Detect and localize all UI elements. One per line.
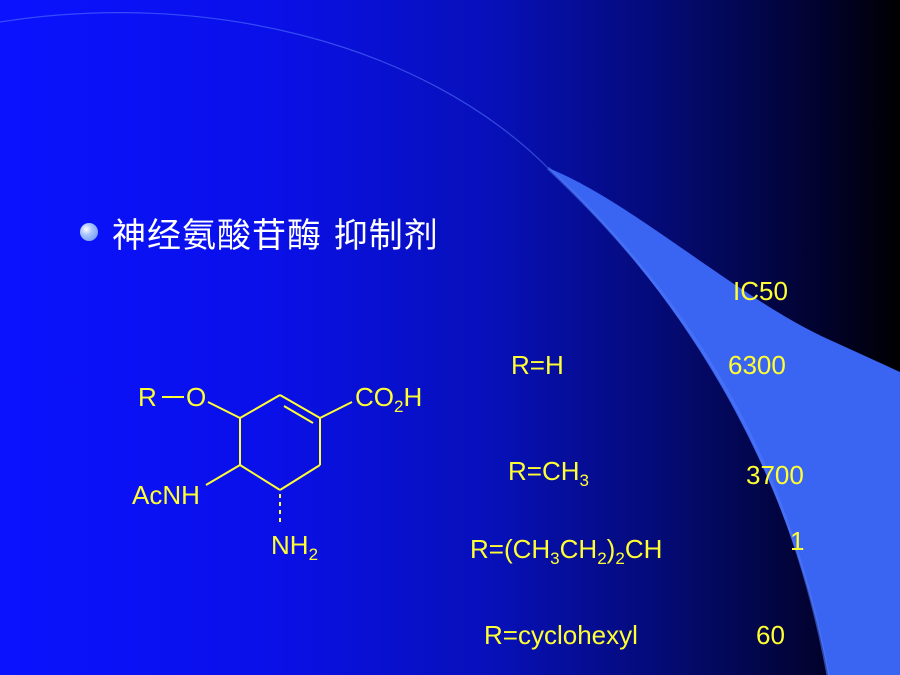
r-group-row-2: R=CH3 xyxy=(508,456,589,489)
decor-swoosh-edge xyxy=(546,166,830,675)
formula-text: R=(CH xyxy=(470,534,551,564)
bond-c6-c5 xyxy=(279,464,321,491)
ic50-value-row-1: 6300 xyxy=(728,350,786,380)
ic50-value-row-4: 60 xyxy=(756,620,785,650)
bond-c2-c1 xyxy=(279,394,321,419)
o-label: O xyxy=(186,382,207,412)
bond-c4-acnh xyxy=(205,464,241,486)
co2h-label: CO2H xyxy=(355,382,423,416)
bond-c5-c4 xyxy=(239,464,281,491)
formula-text: CH xyxy=(624,534,663,564)
subscript: 3 xyxy=(550,549,560,568)
formula-text: R=H xyxy=(511,350,564,380)
slide-title: 神经氨酸苷酶 抑制剂 xyxy=(112,215,439,256)
ic50-value-row-3: 1 xyxy=(790,526,805,556)
ic50-value-row-2: 3700 xyxy=(746,460,804,490)
r-group-row-1: R=H xyxy=(511,352,564,378)
r-label: R xyxy=(138,382,157,412)
bullet-item: 神经氨酸苷酶 抑制剂 xyxy=(80,208,439,256)
formula-text: ) xyxy=(606,534,616,564)
ic50-header: IC50 xyxy=(733,276,788,306)
subscript: 2 xyxy=(615,549,625,568)
r-group-row-4: R=cyclohexyl xyxy=(484,622,638,648)
decor-swoosh-light xyxy=(548,168,900,675)
bond-c2-c1-double xyxy=(283,405,314,424)
formula-text: R=CH xyxy=(508,456,580,486)
bond-c1-cooh xyxy=(319,401,353,419)
nh2-label: NH2 xyxy=(271,530,319,564)
formula-text: R=cyclohexyl xyxy=(484,620,638,650)
bullet-dot-icon xyxy=(80,223,98,241)
formula-text: CH xyxy=(559,534,598,564)
decor-arc xyxy=(0,12,549,169)
bond-c3-c2 xyxy=(239,394,281,419)
bond-o-c3 xyxy=(207,401,241,419)
r-group-row-3: R=(CH3CH2)2CH xyxy=(470,534,663,567)
acnh-label: AcNH xyxy=(132,480,200,510)
subscript: 3 xyxy=(579,471,589,490)
subscript: 2 xyxy=(597,549,607,568)
